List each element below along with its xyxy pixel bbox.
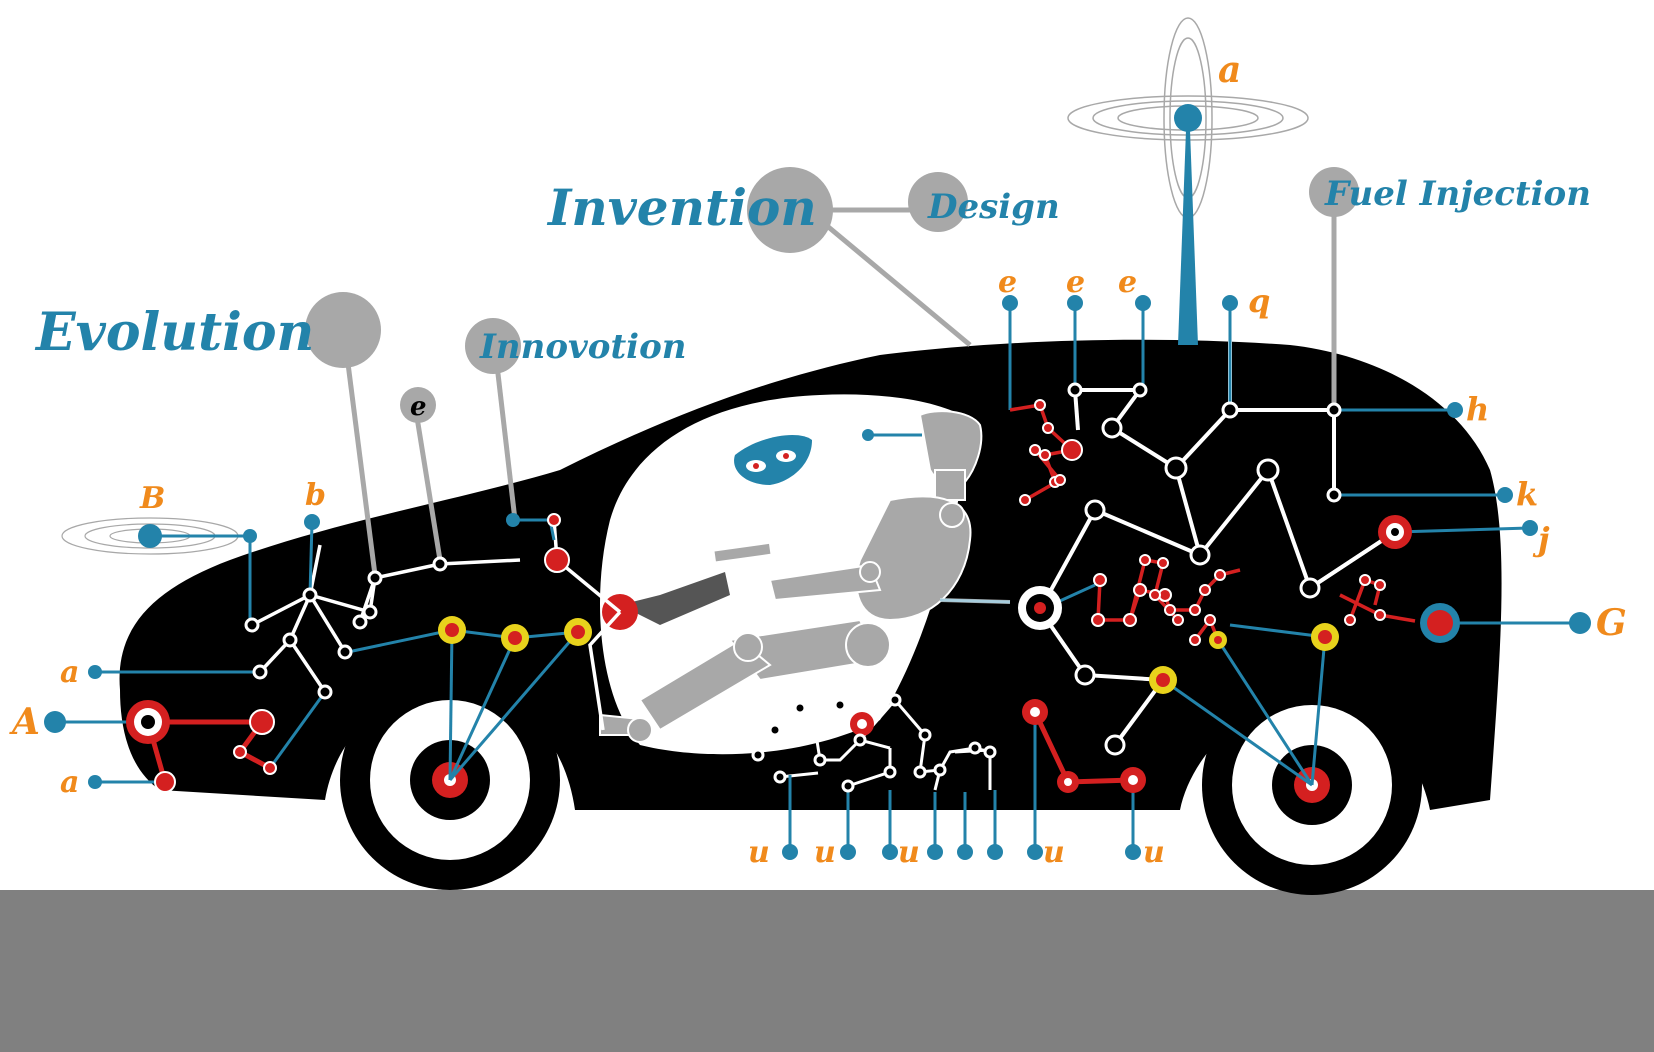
heading-innovation: Innovotion — [479, 327, 686, 367]
blue-endpoints — [44, 295, 1538, 860]
yellow-junctions — [438, 616, 1339, 694]
label-h: h — [1466, 390, 1489, 428]
label-b-upper: B — [139, 481, 165, 516]
label-u5: u — [1143, 835, 1165, 870]
label-a-front-upper: a — [60, 655, 79, 690]
antenna — [1067, 17, 1309, 345]
white-nodes — [244, 382, 1342, 793]
ground-band — [0, 890, 1654, 1052]
label-q: q — [1248, 282, 1270, 320]
label-b-lower: b — [305, 478, 326, 513]
label-u2: u — [814, 835, 836, 870]
lower-network-blue — [788, 712, 1135, 852]
rearview-mirror — [734, 435, 812, 485]
innovation-bubble — [465, 318, 521, 374]
label-u4: u — [1043, 835, 1065, 870]
label-g: G — [1596, 602, 1627, 644]
label-u1: u — [748, 835, 770, 870]
design-bubble — [908, 172, 968, 232]
label-antenna-a: a — [1218, 49, 1241, 91]
e-bubble — [400, 387, 436, 423]
heading-fuel-injection: Fuel Injection — [1324, 174, 1591, 214]
front-signal-emitter — [61, 517, 257, 555]
red-nodes — [154, 399, 1386, 793]
driver-mannequin — [599, 410, 983, 743]
label-e1: e — [998, 265, 1017, 300]
driver-eye-node — [862, 429, 874, 441]
label-e2: e — [1066, 265, 1085, 300]
label-a-front-lower: a — [60, 765, 79, 800]
air-streak — [939, 598, 1011, 604]
label-u3: u — [898, 835, 920, 870]
label-k: k — [1516, 475, 1538, 513]
label-e3: e — [1118, 265, 1137, 300]
heading-design: Design — [927, 187, 1060, 227]
e-tag-text: e — [410, 392, 427, 422]
evolution-bubble — [305, 292, 381, 368]
fuel-injection-bubble — [1309, 167, 1359, 217]
heading-evolution: Evolution — [34, 302, 314, 363]
label-a-front-mid: A — [9, 701, 40, 743]
heading-invention: Invention — [546, 178, 817, 237]
invention-bubble — [747, 167, 833, 253]
